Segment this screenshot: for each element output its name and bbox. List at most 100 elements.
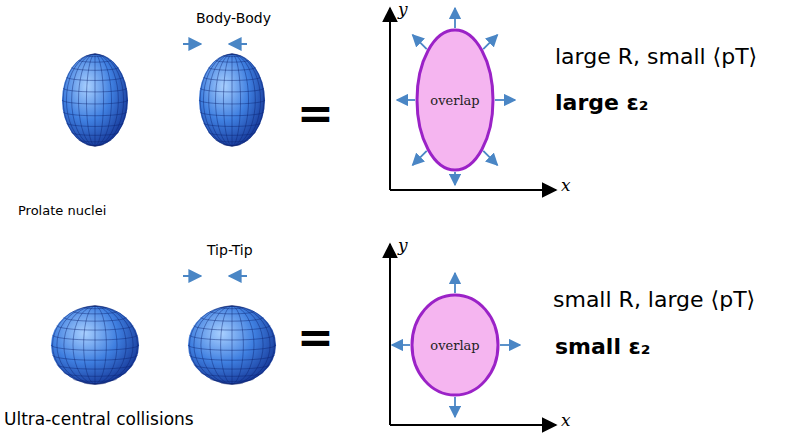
mesh-line <box>232 54 233 146</box>
flow-arrow <box>392 344 410 346</box>
axis-label: y <box>398 236 408 256</box>
overlap-ellipse <box>412 295 498 395</box>
mesh-line <box>216 60 249 62</box>
mesh-line <box>199 100 265 104</box>
x-axis <box>390 189 556 191</box>
mesh-line <box>232 306 233 384</box>
mesh-line <box>86 144 103 145</box>
mesh-line <box>209 67 256 70</box>
annotation: small ε₂ <box>555 334 651 359</box>
mesh-line <box>200 54 232 146</box>
axes <box>390 8 556 425</box>
axis-label: y <box>398 0 408 20</box>
y-axis <box>389 244 391 425</box>
mesh-line <box>95 54 104 146</box>
mesh-line <box>203 54 232 146</box>
flow-arrow <box>454 8 456 28</box>
mesh-line <box>232 306 254 384</box>
mesh-line <box>200 88 264 92</box>
flow-arrow <box>454 172 456 185</box>
mesh-line <box>79 60 112 62</box>
mesh-line <box>223 56 240 57</box>
mesh-line <box>72 54 95 146</box>
flow-arrow <box>500 344 520 346</box>
mesh-line <box>84 306 95 384</box>
equals-sign: = <box>297 88 334 139</box>
mesh-line <box>57 306 95 384</box>
y-axis <box>389 8 391 190</box>
mesh-line <box>232 306 270 384</box>
mesh-line <box>95 306 133 384</box>
mesh-line <box>72 67 119 70</box>
annotation: Tip-Tip <box>207 242 253 258</box>
annotation: Body-Body <box>196 10 271 26</box>
mesh-line <box>57 326 133 331</box>
annotation: small R, large ⟨pT⟩ <box>553 287 755 312</box>
overlap-ellipse <box>417 30 493 170</box>
mesh-line <box>52 355 137 360</box>
mesh-line <box>63 54 95 146</box>
nucleus-group <box>51 54 276 384</box>
mesh-line <box>203 123 260 126</box>
mesh-line <box>51 345 139 350</box>
flow-arrow <box>413 151 427 165</box>
mesh-line <box>223 54 232 146</box>
mesh-line <box>63 112 127 116</box>
overlap-region: overlap <box>415 28 495 172</box>
axis-label: x <box>561 411 571 431</box>
nucleus <box>199 54 265 146</box>
mesh-line <box>221 383 244 384</box>
mesh-line <box>232 306 243 384</box>
mesh-line <box>66 77 123 80</box>
mesh-line <box>73 379 117 382</box>
nucleus-body <box>51 306 139 384</box>
mesh-line <box>95 306 138 384</box>
mesh-line <box>84 383 107 384</box>
mesh-line <box>189 306 232 384</box>
flow-arrow <box>454 397 456 417</box>
nucleus <box>62 54 128 146</box>
mesh-line <box>223 144 240 145</box>
mesh-line <box>232 54 264 146</box>
nucleus-body <box>62 54 128 146</box>
mesh-line <box>95 54 118 146</box>
mesh-line <box>73 306 95 384</box>
mesh-line <box>95 54 96 146</box>
mesh-line <box>189 335 274 340</box>
mesh-line <box>232 54 249 146</box>
annotation: large R, small ⟨pT⟩ <box>555 44 757 69</box>
mesh-line <box>52 335 137 340</box>
mesh-line <box>64 373 126 377</box>
mesh-line <box>210 379 254 382</box>
mesh-line <box>95 306 126 384</box>
mesh-line <box>72 133 119 136</box>
mesh-line <box>209 133 256 136</box>
flow-arrow <box>483 35 497 49</box>
mesh-line <box>73 311 117 314</box>
mesh-line <box>203 77 260 80</box>
mesh-line <box>95 306 117 384</box>
beam-arrow <box>183 43 201 45</box>
mesh-line <box>194 365 270 370</box>
mesh-line <box>232 306 275 384</box>
flow-arrows <box>392 8 520 417</box>
x-axis <box>390 424 556 426</box>
mesh-line <box>86 54 95 146</box>
mesh-line <box>95 54 127 146</box>
mesh-line <box>232 54 241 146</box>
mesh-line <box>210 306 232 384</box>
beam-arrow <box>229 275 247 277</box>
beam-arrow <box>183 275 201 277</box>
flow-arrow <box>454 273 456 293</box>
mesh-line <box>201 317 263 321</box>
beam-arrow <box>229 43 247 45</box>
nucleus <box>188 306 276 384</box>
mesh-line <box>64 306 95 384</box>
mesh-line <box>232 54 261 146</box>
mesh-line <box>95 306 106 384</box>
annotation: large ε₂ <box>555 90 648 115</box>
flow-arrow <box>413 35 427 49</box>
mesh-line <box>62 100 128 104</box>
mesh-line <box>52 306 95 384</box>
